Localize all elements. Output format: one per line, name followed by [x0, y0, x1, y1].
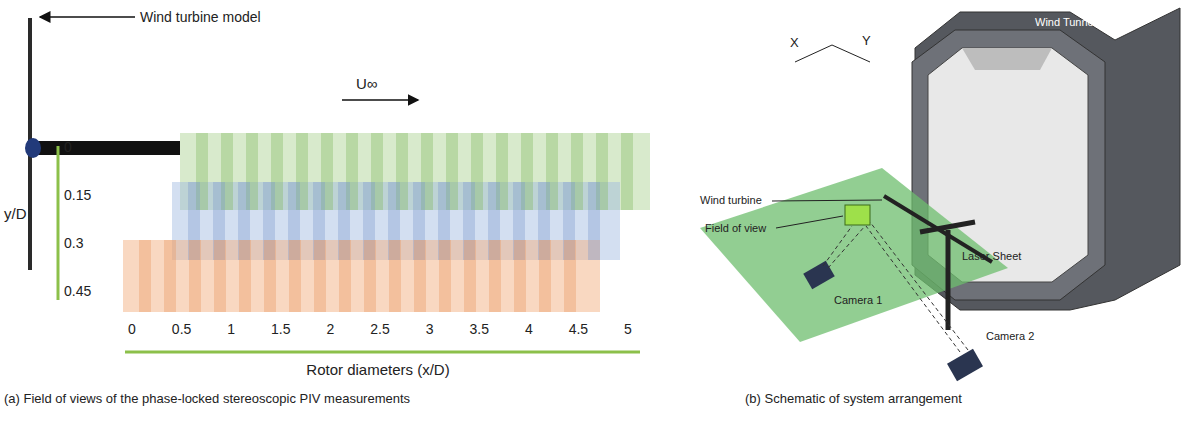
tunnel-region: Wind Tunnel	[1035, 16, 1096, 28]
tick-label: 5	[624, 322, 632, 337]
tick-label: 0	[64, 140, 72, 155]
axis-label: X	[790, 36, 799, 50]
tick-label: 3	[426, 322, 434, 337]
fov-rects	[123, 133, 650, 312]
callout-label: Camera 2	[986, 330, 1034, 342]
tick-label: 0.5	[172, 322, 191, 337]
axis-label: Y	[862, 34, 871, 48]
tick-label: 0	[128, 322, 136, 337]
flow-symbol: U∞	[356, 76, 378, 93]
tick-label: 4	[525, 322, 533, 337]
node-text: Wind Tunnel	[1035, 16, 1096, 28]
callout-label: Wind turbine model	[140, 10, 261, 25]
axis-title: y/D	[4, 206, 27, 223]
tick-label: 4.5	[569, 322, 588, 337]
tick-label: 1.5	[271, 322, 290, 337]
tick-label: 2.5	[370, 322, 389, 337]
callout-label: Wind turbine	[700, 194, 762, 206]
tick-label: 0.15	[64, 188, 91, 203]
tick-label: 1	[227, 322, 235, 337]
tick-label: 3.5	[469, 322, 488, 337]
tick-label: 0.3	[64, 236, 83, 251]
caption: (a) Field of views of the phase-locked s…	[4, 392, 410, 406]
tick-label: 0.45	[64, 284, 91, 299]
callout-label: Field of view	[705, 222, 766, 234]
caption: (b) Schematic of system arrangement	[745, 392, 962, 406]
axis-title: Rotor diameters (x/D)	[306, 362, 449, 379]
callout-label: Camera 1	[834, 294, 882, 306]
callout-label: Laser Sheet	[962, 250, 1021, 262]
tick-label: 2	[327, 322, 335, 337]
